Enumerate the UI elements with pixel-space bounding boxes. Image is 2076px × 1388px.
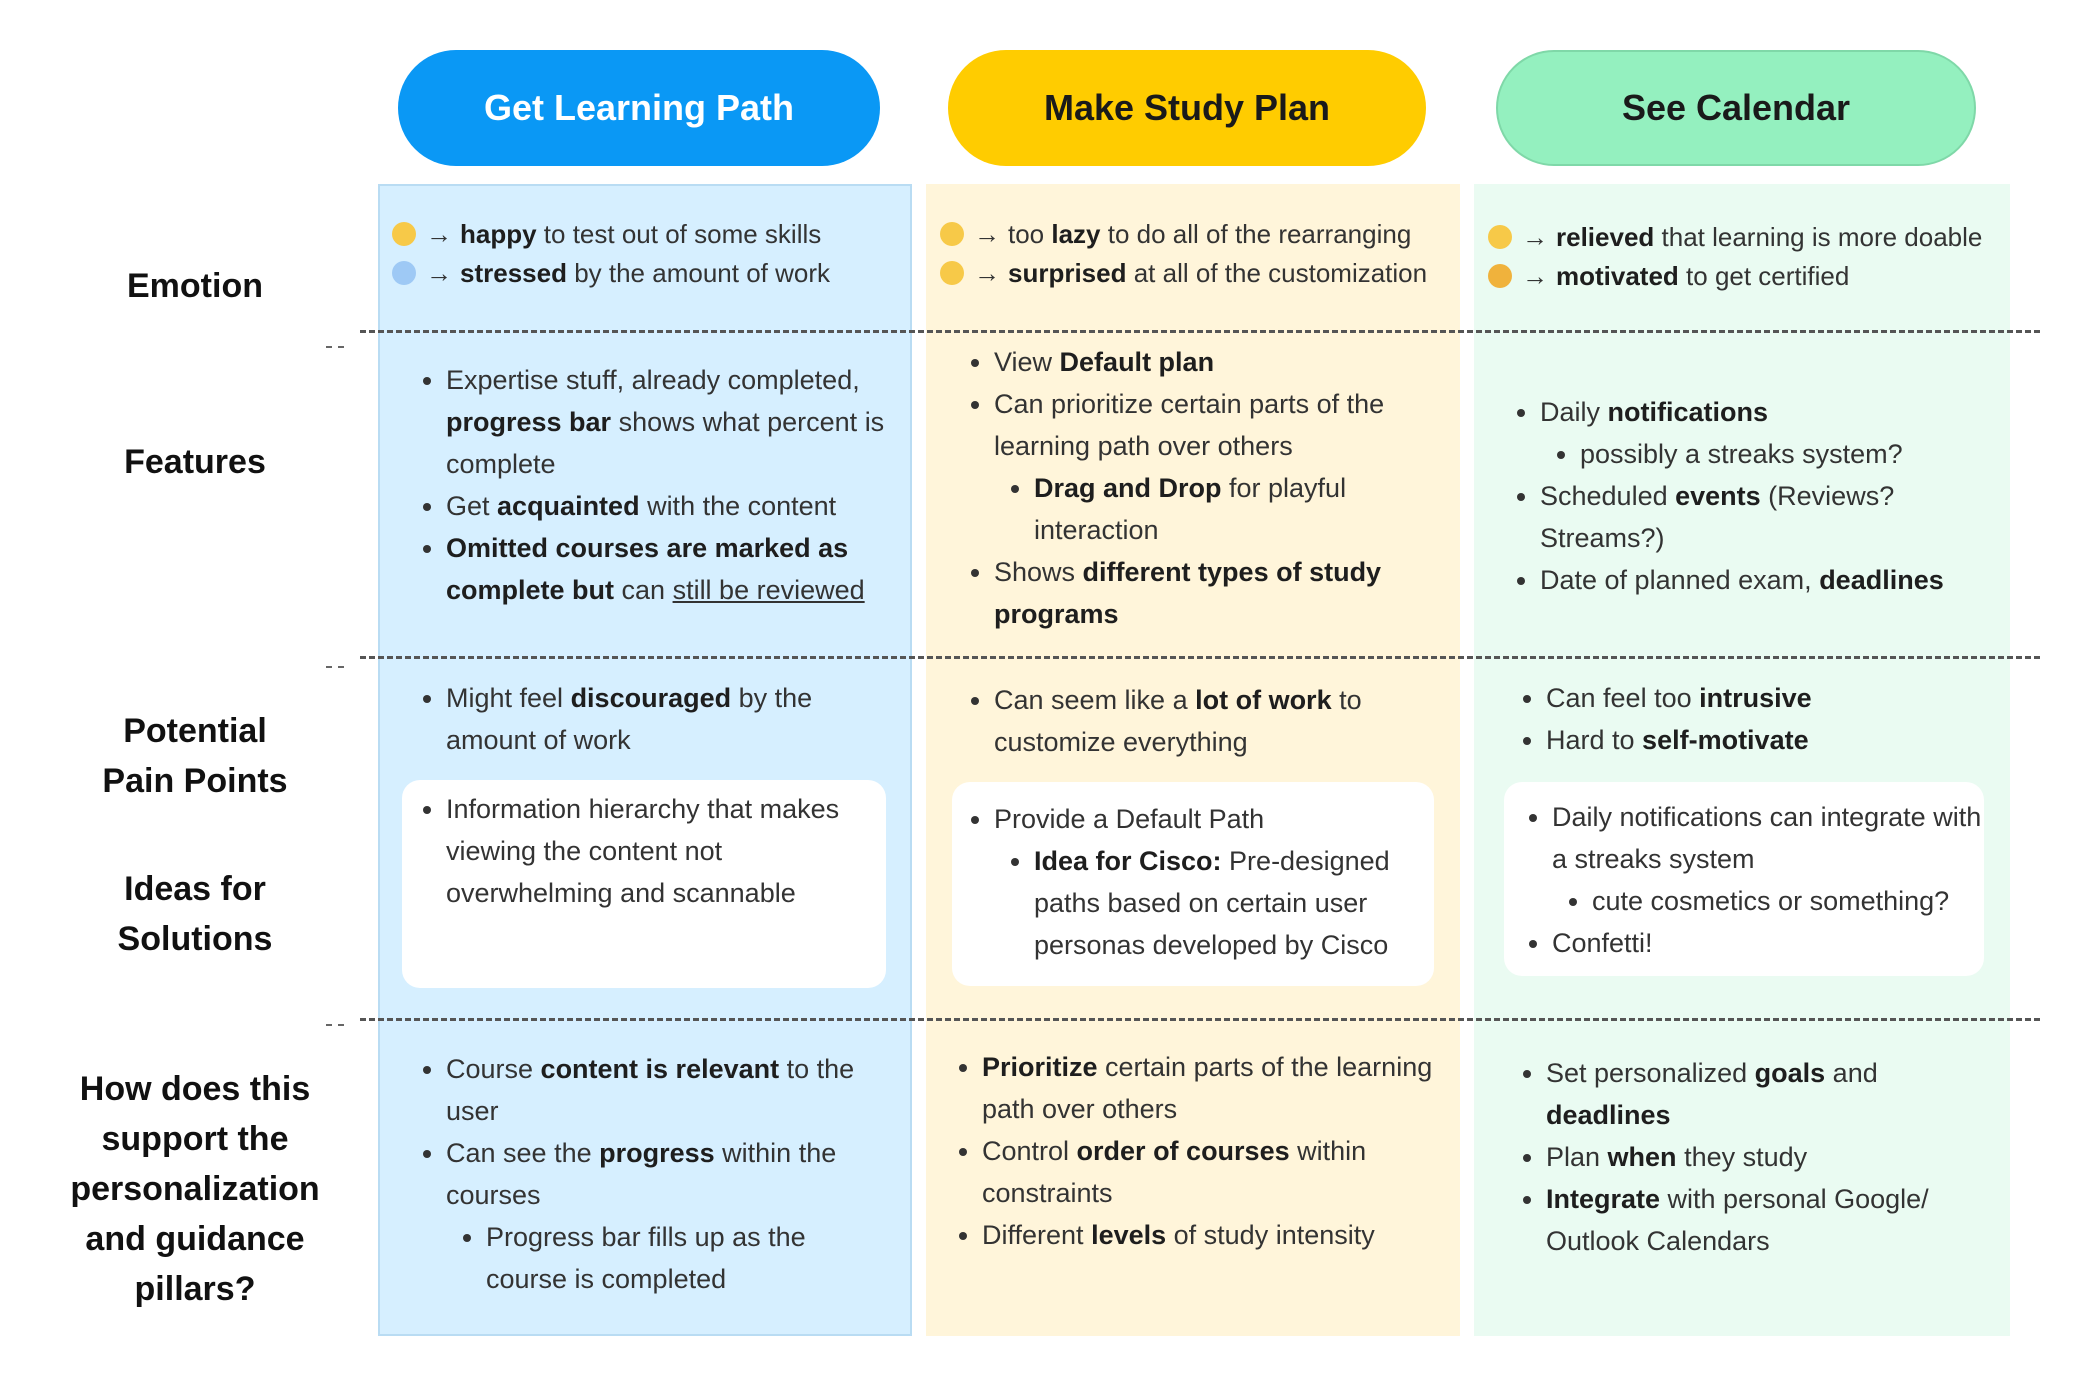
row-divider-1: [360, 330, 2040, 333]
row-divider-3: [360, 1018, 2040, 1021]
ideas-box-study-plan: [952, 782, 1434, 986]
ideas-calendar: Daily notifications can integrate with a…: [1518, 796, 1986, 964]
emotion-calendar: →relieved that learning is more doable →…: [1488, 218, 2008, 296]
list-item: Confetti!: [1552, 922, 1986, 964]
list-subitem: cute cosmetics or something?: [1592, 880, 1986, 922]
row-divider-stub-3: [326, 1024, 344, 1026]
support-calendar: Set personalized goals and deadlines Pla…: [1512, 1052, 1992, 1262]
list-item: Information hierarchy that makes viewing…: [446, 788, 878, 914]
emotion-line: →stressed by the amount of work: [392, 254, 902, 293]
row-label-support: How does this support the personalizatio…: [70, 1070, 320, 1308]
list-item: Control order of courses within constrai…: [982, 1130, 1438, 1214]
list-item: Expertise stuff, already completed, prog…: [446, 359, 892, 485]
list-item: View Default plan: [994, 341, 1440, 383]
list-item: Can see the progress within the courses …: [446, 1132, 892, 1300]
list-subitem: possibly a streaks system?: [1580, 433, 1996, 475]
list-item: Hard to self-motivate: [1546, 719, 1992, 761]
list-item: Course content is relevant to the user: [446, 1048, 892, 1132]
emotion-line: →too lazy to do all of the rearranging: [940, 215, 1450, 254]
header-make-study-plan: Make Study Plan: [948, 50, 1426, 166]
emotion-line: →surprised at all of the customization: [940, 254, 1450, 293]
list-item: Daily notifications can integrate with a…: [1552, 796, 1986, 922]
list-item: Can seem like a lot of work to customize…: [994, 679, 1440, 763]
emotion-learning-path: →happy to test out of some skills →stres…: [392, 215, 902, 293]
emotion-line: →relieved that learning is more doable: [1488, 218, 2008, 257]
features-calendar: Daily notifications possibly a streaks s…: [1506, 391, 1996, 601]
column-learning-path-bg: [378, 184, 912, 1336]
features-learning-path: Expertise stuff, already completed, prog…: [412, 359, 892, 611]
emotion-line: →happy to test out of some skills: [392, 215, 902, 254]
tired-emoji-icon: [940, 222, 964, 246]
emotion-study-plan: →too lazy to do all of the rearranging →…: [940, 215, 1450, 293]
ideas-box-learning-path: [402, 780, 886, 988]
list-subitem: Drag and Drop for playful interaction: [1034, 467, 1440, 551]
anxious-emoji-icon: [392, 261, 416, 285]
row-divider-stub-1: [326, 346, 344, 348]
list-item: Daily notifications possibly a streaks s…: [1540, 391, 1996, 475]
list-item: Might feel discouraged by the amount of …: [446, 677, 892, 761]
ideas-study-plan: Provide a Default Path Idea for Cisco: P…: [960, 798, 1426, 966]
support-study-plan: Prioritize certain parts of the learning…: [948, 1046, 1438, 1256]
ideas-box-calendar: [1504, 782, 1984, 976]
list-item: Prioritize certain parts of the learning…: [982, 1046, 1438, 1130]
row-label-emotion: Emotion: [127, 267, 263, 305]
features-study-plan: View Default plan Can prioritize certain…: [960, 341, 1440, 635]
list-item: Provide a Default Path Idea for Cisco: P…: [994, 798, 1426, 966]
ideas-learning-path: Information hierarchy that makes viewing…: [412, 788, 878, 914]
list-item: Set personalized goals and deadlines: [1546, 1052, 1992, 1136]
list-item: Shows different types of study programs: [994, 551, 1440, 635]
pain-points-learning-path: Might feel discouraged by the amount of …: [412, 677, 892, 761]
list-item: Scheduled events (Reviews? Streams?): [1540, 475, 1996, 559]
list-item: Get acquainted with the content: [446, 485, 892, 527]
row-divider-2: [360, 656, 2040, 659]
list-subitem: Idea for Cisco: Pre-designed paths based…: [1034, 840, 1426, 966]
row-label-pain-points: Potential Pain Points: [102, 712, 288, 800]
list-item: Can feel too intrusive: [1546, 677, 1992, 719]
row-label-ideas: Ideas for Solutions: [117, 870, 273, 958]
list-subitem: Progress bar fills up as the course is c…: [486, 1216, 892, 1300]
list-item: Omitted courses are marked as complete b…: [446, 527, 892, 611]
list-item: Can prioritize certain parts of the lear…: [994, 383, 1440, 551]
list-item: Date of planned exam, deadlines: [1540, 559, 1996, 601]
pain-points-calendar: Can feel too intrusive Hard to self-moti…: [1512, 677, 1992, 761]
list-item: Plan when they study: [1546, 1136, 1992, 1178]
smiley-emoji-icon: [392, 222, 416, 246]
header-see-calendar: See Calendar: [1496, 50, 1976, 166]
flexed-emoji-icon: [1488, 264, 1512, 288]
header-get-learning-path: Get Learning Path: [398, 50, 880, 166]
column-calendar-bg: [1474, 184, 2010, 1336]
row-divider-stub-2: [326, 666, 344, 668]
support-learning-path: Course content is relevant to the user C…: [412, 1048, 892, 1300]
relieved-emoji-icon: [1488, 225, 1512, 249]
emotion-line: →motivated to get certified: [1488, 257, 2008, 296]
row-label-features: Features: [124, 443, 266, 481]
pain-points-study-plan: Can seem like a lot of work to customize…: [960, 679, 1440, 763]
surprised-emoji-icon: [940, 261, 964, 285]
column-study-plan-bg: [926, 184, 1460, 1336]
list-item: Different levels of study intensity: [982, 1214, 1438, 1256]
list-item: Integrate with personal Google/ Outlook …: [1546, 1178, 1992, 1262]
